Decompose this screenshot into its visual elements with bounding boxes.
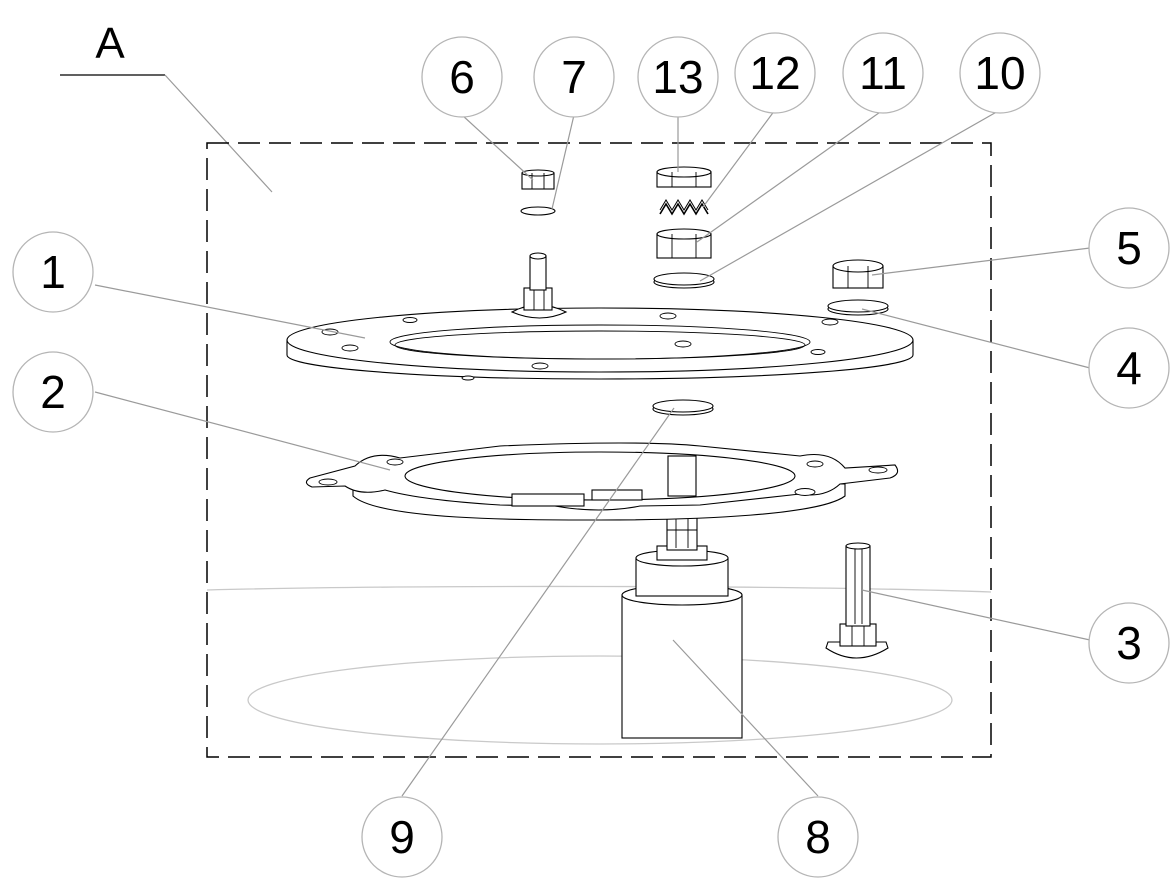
leader-lines (94, 109, 1091, 797)
balloon-2-label: 2 (40, 366, 66, 418)
view-label: A (60, 19, 273, 193)
view-label-text: A (95, 19, 125, 68)
leader-12 (702, 109, 776, 208)
balloon-6-label: 6 (449, 51, 475, 103)
balloon-2: 2 (12, 351, 94, 433)
part-5-hex-nut (832, 259, 884, 289)
balloon-1: 1 (12, 231, 94, 313)
balloon-8-label: 8 (805, 811, 831, 863)
balloon-4-label: 4 (1116, 342, 1142, 394)
balloon-4: 4 (1088, 327, 1170, 409)
balloon-11-label: 11 (859, 47, 907, 99)
leader-7 (551, 114, 575, 210)
balloon-12-label: 12 (749, 47, 800, 99)
detail-boundary-frame (206, 142, 992, 758)
part-3-anchor-bolt (825, 542, 889, 659)
balloon-7-label: 7 (561, 51, 587, 103)
part-7-washer (520, 206, 556, 216)
part-13-hex-nut (656, 166, 712, 188)
balloon-3: 3 (1088, 602, 1170, 684)
balloon-7: 7 (533, 36, 615, 118)
balloon-9-label: 9 (389, 811, 415, 863)
ground-line (206, 585, 992, 593)
balloon-1-label: 1 (40, 246, 66, 298)
leader-11 (696, 109, 884, 243)
part-10-washer (653, 272, 715, 289)
balloon-8: 8 (777, 796, 859, 878)
balloon-10-label: 10 (974, 47, 1025, 99)
part-4-washer (827, 299, 889, 316)
leader-9 (401, 407, 675, 797)
leader-3 (861, 589, 1091, 641)
part-2-lower-flange (305, 442, 899, 521)
leader-5 (871, 247, 1091, 276)
leader-6 (461, 114, 534, 181)
leader-1 (94, 284, 366, 339)
balloon-9: 9 (361, 796, 443, 878)
part-12-spring-washer (659, 199, 709, 216)
balloon-10: 10 (959, 32, 1041, 114)
foundation-reference (206, 585, 992, 745)
part-6-hex-nut (521, 169, 555, 190)
leader-8 (672, 639, 819, 797)
balloon-5: 5 (1088, 207, 1170, 289)
leader-2 (94, 391, 391, 471)
part-9-washer (652, 399, 714, 416)
balloon-13: 13 (637, 36, 719, 118)
part-1-upper-flange (286, 252, 914, 381)
leader-10 (699, 109, 1001, 282)
balloon-3-label: 3 (1116, 617, 1142, 669)
balloon-6: 6 (421, 36, 503, 118)
view-label-leader (164, 74, 273, 193)
balloon-12: 12 (734, 32, 816, 114)
foundation-ellipse (247, 655, 953, 745)
balloon-13-label: 13 (652, 51, 703, 103)
balloon-11: 11 (842, 32, 924, 114)
part-11-hex-nut (656, 228, 712, 259)
leader-4 (861, 308, 1091, 369)
balloon-5-label: 5 (1116, 222, 1142, 274)
